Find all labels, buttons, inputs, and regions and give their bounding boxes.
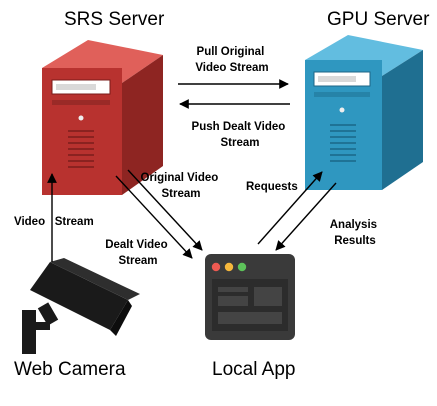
maximize-dot-icon <box>237 262 247 272</box>
local-app-icon <box>205 254 295 340</box>
requests-arrow <box>257 171 323 245</box>
original-video-arrow <box>127 169 203 251</box>
pull-original-label: Pull Original Video Stream <box>195 46 268 74</box>
web-camera-title: Web Camera <box>14 359 126 380</box>
original-video-label: Original Video Stream <box>141 172 222 200</box>
dealt-video-label: Dealt Video Stream <box>105 239 171 267</box>
dealt-video-arrow <box>115 175 193 259</box>
close-dot-icon <box>211 262 221 272</box>
requests-label: Requests <box>246 181 298 193</box>
gpu-server-icon <box>305 35 423 190</box>
srs-server-title: SRS Server <box>64 9 165 30</box>
minimize-dot-icon <box>224 262 234 272</box>
analysis-results-label: Analysis Results <box>330 219 381 247</box>
local-app-title: Local App <box>212 359 295 380</box>
gpu-server-title: GPU Server <box>327 9 430 30</box>
analysis-results-arrow <box>275 182 337 251</box>
push-dealt-label: Push Dealt Video Stream <box>192 121 289 149</box>
video-stream-label: Video Stream <box>14 216 94 228</box>
web-camera-icon <box>22 258 140 354</box>
